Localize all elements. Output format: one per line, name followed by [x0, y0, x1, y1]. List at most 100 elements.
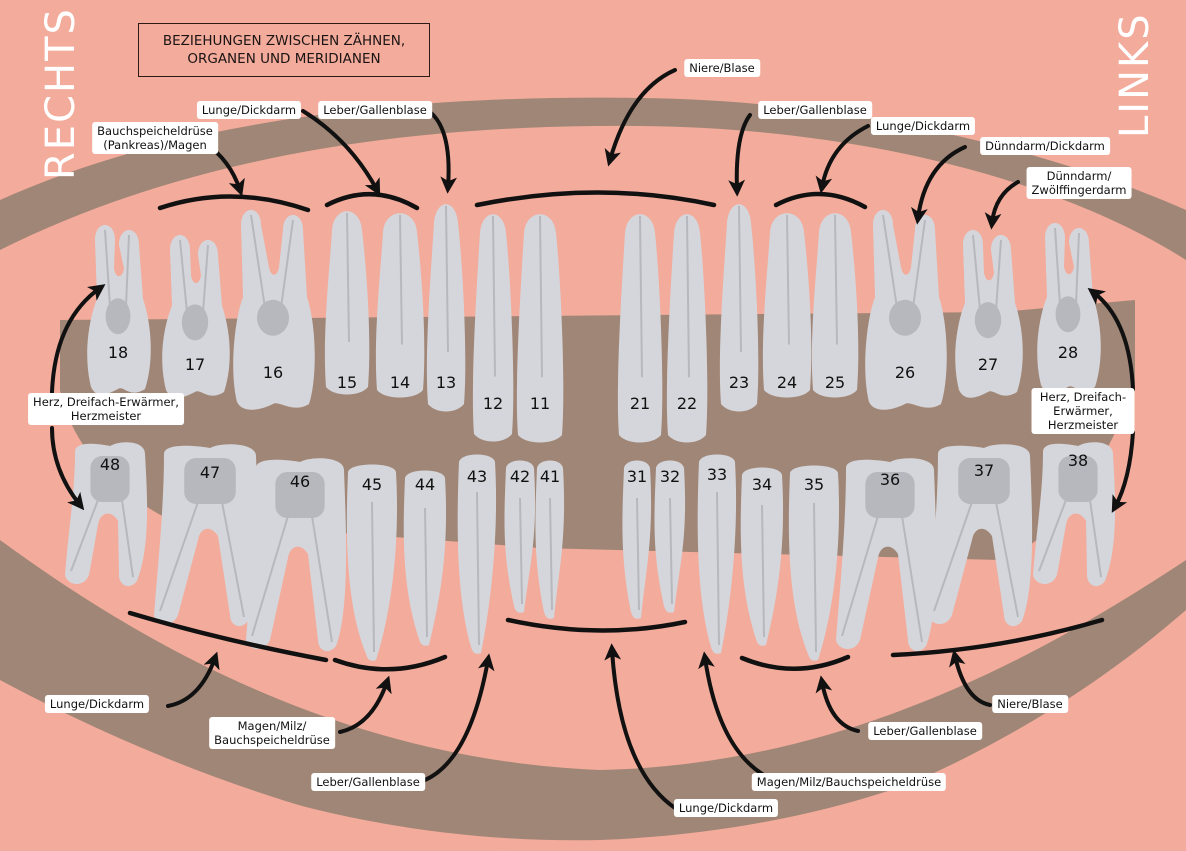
label-duenndarm-dickdarm: Dünndarm/Dickdarm	[980, 137, 1110, 155]
pulp	[958, 458, 1010, 504]
tooth-12: 12	[472, 214, 514, 442]
label-leber-gallenblase-lower-left: Leber/Gallenblase	[868, 722, 982, 740]
pulp	[105, 298, 131, 335]
label-niere-blase-lower: Niere/Blase	[992, 695, 1068, 713]
tooth-number: 16	[263, 363, 283, 382]
arrow-niere-u	[604, 68, 677, 167]
tooth-43: 43	[457, 454, 497, 654]
tooth-45: 45	[346, 464, 398, 661]
lower-gum-band	[0, 540, 1186, 841]
label-leber-gallenblase-upper-right: Leber/Gallenblase	[318, 101, 432, 119]
label-bauchspeicheldruese-magen: Bauchspeicheldrüse (Pankreas)/Magen	[92, 122, 218, 154]
root-canal	[445, 205, 449, 353]
root-canal	[738, 205, 742, 353]
tooth-34: 34	[740, 467, 784, 646]
tooth-18: 18	[87, 225, 151, 395]
tooth-47: 47	[154, 444, 259, 627]
tooth-21: 21	[617, 214, 663, 443]
tooth-body	[762, 213, 812, 398]
tooth-48: 48	[65, 442, 148, 587]
tooth-24: 24	[762, 213, 812, 398]
arrow-lunge-lr	[166, 651, 220, 708]
bracket-15-14	[324, 192, 420, 211]
tooth-46: 46	[246, 458, 347, 652]
pulp	[1058, 456, 1098, 502]
tooth-number: 11	[530, 394, 550, 413]
tooth-body	[472, 214, 514, 442]
tooth-number: 33	[707, 465, 727, 484]
tooth-35: 35	[788, 465, 840, 661]
tooth-number: 15	[337, 373, 357, 392]
tooth-number: 42	[510, 467, 530, 486]
root-canal	[686, 215, 690, 378]
tooth-number: 12	[483, 394, 503, 413]
tooth-25: 25	[811, 213, 859, 398]
tooth-42: 42	[504, 460, 536, 613]
tooth-number: 18	[108, 343, 128, 362]
root-canal	[179, 239, 209, 313]
pulp	[257, 299, 289, 336]
tooth-number: 48	[100, 455, 120, 474]
tooth-11: 11	[516, 214, 564, 443]
tooth-26: 26	[865, 210, 947, 410]
tooth-number: 25	[825, 373, 845, 392]
side-label-left: LINKS	[1112, 12, 1158, 138]
label-leber-gallenblase-lower-right: Leber/Gallenblase	[311, 773, 425, 791]
root-canal	[549, 497, 553, 611]
root-canal	[104, 229, 130, 307]
arrow-magen-lr	[338, 675, 392, 734]
tooth-body	[426, 204, 466, 412]
root-canal	[399, 214, 403, 345]
root-canal	[539, 215, 543, 378]
pulp	[865, 472, 915, 518]
tooth-number: 36	[880, 470, 900, 489]
root-canal	[250, 214, 294, 308]
brackets	[127, 190, 1105, 672]
pulp	[184, 458, 236, 504]
tooth-number: 41	[540, 467, 560, 486]
tooth-body	[811, 213, 859, 398]
tooth-body	[375, 213, 425, 398]
label-lunge-dickdarm-lower-right: Lunge/Dickdarm	[44, 695, 150, 713]
arrow-herz-l-down	[1111, 430, 1135, 513]
tooth-number: 35	[804, 475, 824, 494]
bracket-47-46	[127, 610, 329, 663]
tooth-number: 43	[467, 467, 487, 486]
tooth-number: 23	[729, 373, 749, 392]
arrow-lunge-ur	[301, 109, 381, 196]
root-canal	[371, 501, 375, 653]
root-canal	[716, 491, 720, 646]
tooth-number: 22	[677, 394, 697, 413]
label-leber-gallenblase-upper-left: Leber/Gallenblase	[758, 101, 872, 119]
label-lunge-dickdarm-upper-right: Lunge/Dickdarm	[196, 101, 302, 119]
root-canal	[159, 501, 245, 618]
tooth-number: 17	[185, 355, 205, 374]
root-canal	[882, 214, 926, 308]
tooth-16: 16	[233, 210, 315, 410]
tooth-number: 14	[390, 373, 410, 392]
pulp	[1055, 296, 1081, 333]
title-box: BEZIEHUNGEN ZWISCHEN ZÄHNEN, ORGANEN UND…	[138, 23, 430, 77]
root-canal	[834, 214, 838, 345]
root-canal	[813, 502, 817, 653]
tooth-36: 36	[836, 458, 937, 652]
pulp	[90, 456, 130, 502]
tooth-41: 41	[535, 460, 565, 619]
bracket-36-37	[890, 617, 1105, 658]
tooth-number: 46	[290, 472, 310, 491]
root-canal	[251, 515, 333, 643]
pulp	[275, 472, 325, 518]
tooth-22: 22	[666, 214, 708, 443]
tooth-13: 13	[426, 204, 466, 412]
bracket-45-44	[332, 654, 448, 672]
bracket-24-25	[773, 191, 868, 210]
arrow-herz-r-up	[50, 284, 106, 394]
tooth-body	[324, 211, 370, 395]
tooth-number: 44	[415, 475, 435, 494]
tooth-body	[719, 204, 759, 412]
root-canal	[841, 515, 923, 643]
label-lunge-dickdarm-upper-left: Lunge/Dickdarm	[870, 117, 976, 135]
arrow-herz-l-up	[1087, 287, 1135, 392]
